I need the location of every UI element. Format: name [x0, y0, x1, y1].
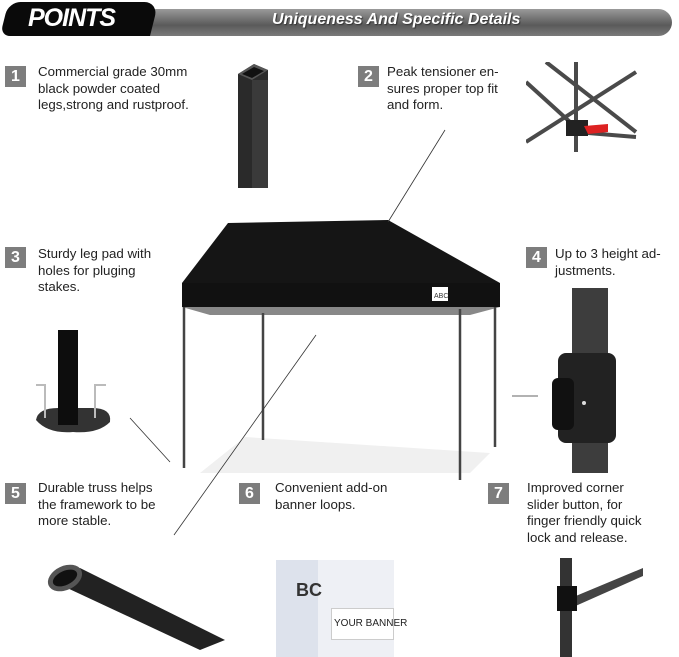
- banner-image: BC YOUR BANNER: [276, 560, 407, 657]
- feature-2-badge: 2: [358, 66, 379, 87]
- corner-slider-image: [557, 558, 643, 657]
- tent-image: ABC: [182, 220, 500, 480]
- feature-7-badge: 7: [488, 483, 509, 504]
- feature-3-text: Sturdy leg pad with holes for pluging st…: [38, 246, 152, 294]
- feature-4-badge: 4: [526, 247, 547, 268]
- leg-pad-image: [36, 330, 111, 433]
- tent-logo: ABC: [434, 293, 448, 300]
- feature-2-text: Peak tensioner en- sures proper top fit …: [387, 64, 499, 112]
- feature-6-badge: 6: [239, 483, 260, 504]
- feature-4-text: Up to 3 height ad- justments.: [555, 246, 661, 278]
- feature-6-text: Convenient add-on banner loops.: [275, 480, 388, 512]
- feature-1-text: Commercial grade 30mm black powder coate…: [38, 64, 189, 112]
- feature-5-text: Durable truss helps the framework to be …: [38, 480, 156, 528]
- feature-1-badge: 1: [5, 66, 26, 87]
- feature-5-badge: 5: [5, 483, 26, 504]
- height-adjust-image: [552, 288, 616, 473]
- feature-7-text: Improved corner slider button, for finge…: [527, 480, 642, 545]
- leg-tube-image: [238, 64, 268, 188]
- banner-text: YOUR BANNER: [334, 618, 408, 629]
- feature-3-badge: 3: [5, 247, 26, 268]
- truss-image: [47, 564, 225, 650]
- header-subtitle: Uniqueness And Specific Details: [272, 11, 521, 28]
- banner-logo: BC: [296, 580, 322, 600]
- peak-tensioner-image: [526, 62, 638, 152]
- header-bar: [60, 9, 672, 36]
- header-title: POINTS: [28, 4, 116, 32]
